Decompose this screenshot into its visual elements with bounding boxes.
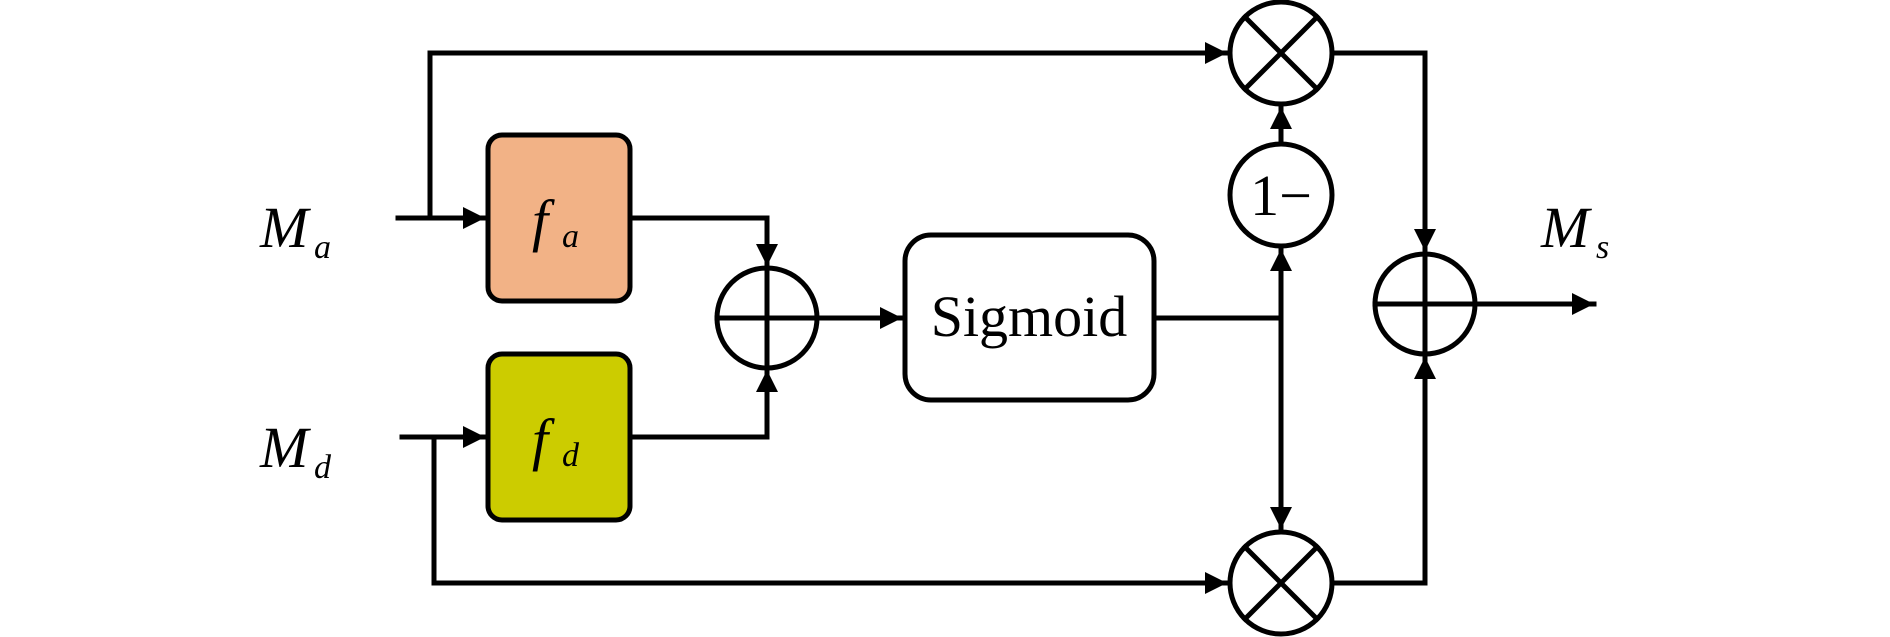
edge-fd-to-sum: [628, 367, 779, 440]
m-s-symbol: M: [1540, 195, 1592, 260]
m-d-subscript: d: [314, 449, 332, 486]
block-one-minus: 1−: [1227, 141, 1335, 249]
m-a-symbol: M: [259, 195, 311, 260]
input-label-m-d: M d: [259, 415, 332, 486]
edge-fa-to-sum: [628, 215, 779, 269]
sum-features-operator: [714, 265, 820, 371]
f-a-subscript: a: [562, 218, 579, 255]
edge-multiply-top-to-sum-output: [1330, 50, 1437, 254]
output-label-m-s: M s: [1540, 195, 1609, 266]
input-label-m-a: M a: [259, 195, 331, 266]
block-f-d: f d: [485, 351, 633, 523]
block-f-a: f a: [485, 132, 633, 304]
multiply-top-operator: [1227, 0, 1335, 107]
edge-md-to-multiply-bottom: [431, 434, 1230, 595]
times-icon-b: [1241, 543, 1321, 623]
f-d-subscript: d: [562, 437, 580, 474]
edge-multiply-bottom-to-sum-output: [1330, 354, 1437, 586]
sigmoid-label: Sigmoid: [931, 284, 1128, 349]
one-minus-label: 1−: [1250, 163, 1312, 228]
multiply-bottom-operator: [1227, 529, 1335, 637]
times-icon-b: [1241, 13, 1321, 93]
m-a-subscript: a: [314, 229, 331, 266]
m-d-symbol: M: [259, 415, 311, 480]
edge-ma-to-multiply-top: [427, 41, 1230, 221]
sum-output-operator: [1372, 251, 1478, 357]
block-sigmoid: Sigmoid: [902, 232, 1157, 403]
m-s-subscript: s: [1596, 229, 1609, 266]
